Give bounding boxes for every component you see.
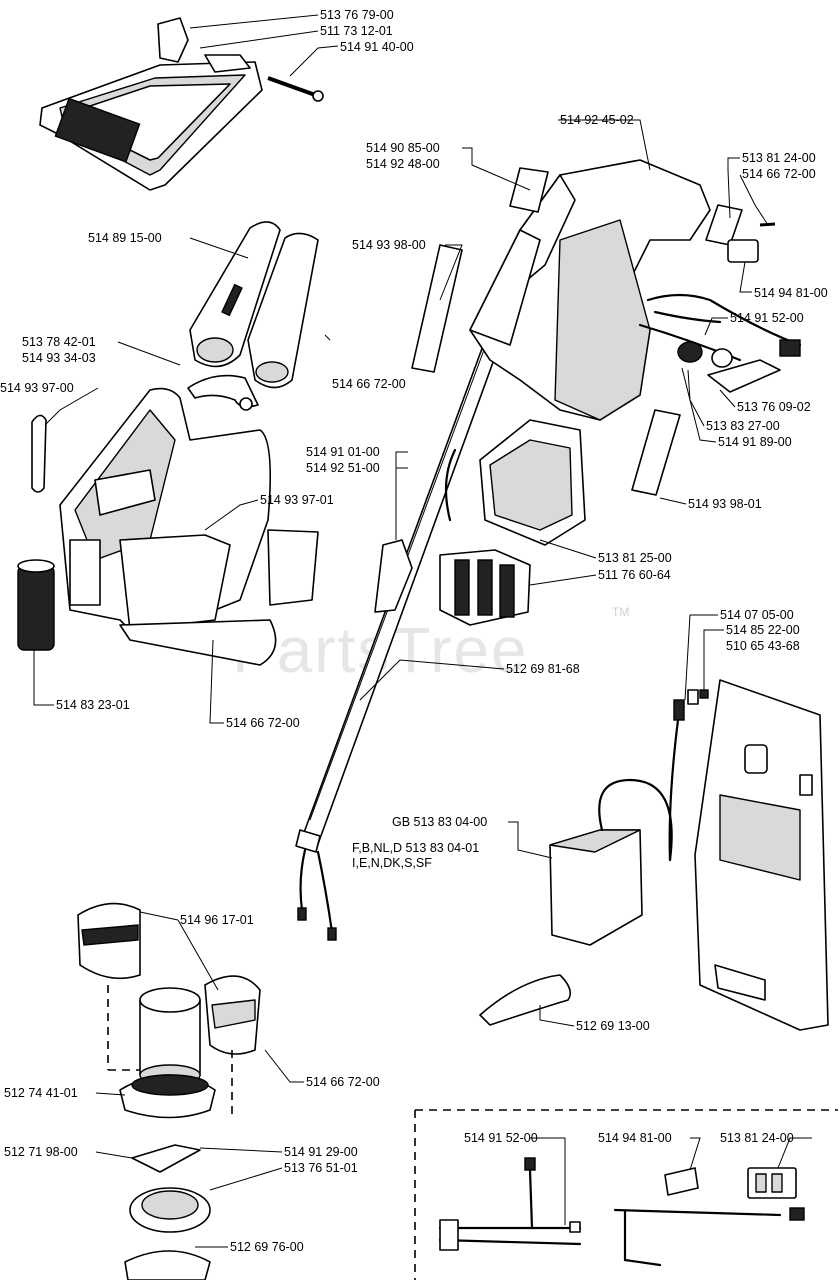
- battery-block-part: [439, 549, 531, 626]
- part-label: 514 93 34-03: [22, 351, 96, 365]
- part-label: 514 91 89-00: [718, 435, 792, 449]
- watermark-trademark: TM: [612, 605, 629, 619]
- part-label: 514 91 52-00: [464, 1131, 538, 1145]
- part-label: 514 85 22-00: [726, 623, 800, 637]
- part-label: 512 71 98-00: [4, 1145, 78, 1159]
- part-label: 514 91 52-00: [730, 311, 804, 325]
- clip-part: [479, 974, 571, 1026]
- guard-parts: [77, 902, 261, 1055]
- spring-part: [17, 559, 55, 651]
- part-label: 512 74 41-01: [4, 1086, 78, 1100]
- leader-lines: [33, 14, 812, 1248]
- decal-strip-part: [31, 414, 47, 493]
- lower-housing-assembly: [59, 387, 319, 666]
- part-label: 514 96 17-01: [180, 913, 254, 927]
- inset-box: [414, 1109, 838, 1280]
- part-label: 514 92 45-02: [560, 113, 634, 127]
- part-label: 514 66 72-00: [742, 167, 816, 181]
- part-label: 512 69 76-00: [230, 1240, 304, 1254]
- inset-microswitch: [613, 1167, 805, 1267]
- part-label: 513 81 24-00: [742, 151, 816, 165]
- part-label: 514 92 51-00: [306, 461, 380, 475]
- part-label: 514 66 72-00: [332, 377, 406, 391]
- part-label: 513 76 79-00: [320, 8, 394, 22]
- part-label: 514 91 01-00: [306, 445, 380, 459]
- part-number-labels: 513 76 79-00 511 73 12-01 514 91 40-00 5…: [0, 8, 828, 1254]
- part-label: 514 92 48-00: [366, 157, 440, 171]
- part-label: 513 81 25-00: [598, 551, 672, 565]
- part-label: F,B,NL,D 513 83 04-01: [352, 841, 479, 855]
- part-label: 512 69 13-00: [576, 1019, 650, 1033]
- part-label: I,E,N,DK,S,SF: [352, 856, 432, 870]
- part-label: 514 83 23-01: [56, 698, 130, 712]
- handle-assembly: [39, 17, 324, 191]
- part-label: GB 513 83 04-00: [392, 815, 487, 829]
- shaft-clip-part: [374, 539, 413, 613]
- part-label: 514 91 29-00: [284, 1145, 358, 1159]
- part-label: 512 69 81-68: [506, 662, 580, 676]
- part-label: 513 81 24-00: [720, 1131, 794, 1145]
- part-label: 513 76 51-01: [284, 1161, 358, 1175]
- wall-bracket-part: [694, 679, 829, 1031]
- decal-94-part: [705, 204, 743, 246]
- decal-93-98-01-part: [631, 409, 681, 496]
- part-label: 514 66 72-00: [306, 1075, 380, 1089]
- part-label: 514 66 72-00: [226, 716, 300, 730]
- part-label: 514 07 05-00: [720, 608, 794, 622]
- inset-wire-harness: [438, 1157, 582, 1251]
- switch-parts-upper: [677, 222, 801, 393]
- part-label: 514 90 85-00: [366, 141, 440, 155]
- part-label: 510 65 43-68: [726, 639, 800, 653]
- part-label: 514 93 98-00: [352, 238, 426, 252]
- part-label: 511 76 60-64: [598, 568, 671, 582]
- part-label: 513 83 27-00: [706, 419, 780, 433]
- part-label: 511 73 12-01: [320, 24, 393, 38]
- motor-part: [119, 987, 216, 1119]
- charger-part: [549, 689, 709, 946]
- part-label: 514 93 97-00: [0, 381, 74, 395]
- part-label: 514 91 40-00: [340, 40, 414, 54]
- part-label: 514 89 15-00: [88, 231, 162, 245]
- clamp-part: [187, 374, 259, 411]
- part-label: 514 94 81-00: [754, 286, 828, 300]
- part-label: 514 94 81-00: [598, 1131, 672, 1145]
- part-label: 514 93 98-01: [688, 497, 762, 511]
- inset-battery-connector: [747, 1167, 797, 1199]
- trimmer-head-parts: [124, 1144, 211, 1280]
- part-label: 513 76 09-02: [737, 400, 811, 414]
- part-label: 513 78 42-01: [22, 335, 96, 349]
- handle-halves-part: [189, 221, 319, 389]
- part-label: 514 93 97-01: [260, 493, 334, 507]
- upper-housing-assembly: [444, 159, 802, 546]
